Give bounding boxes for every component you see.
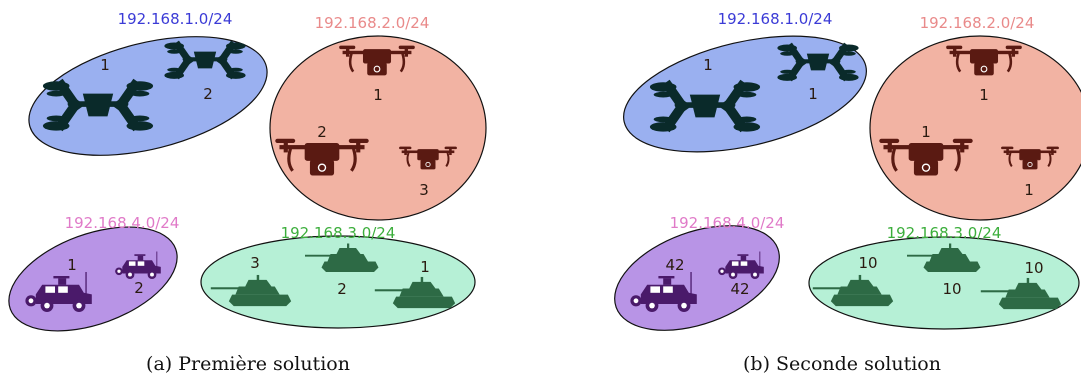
net1-number: 1 bbox=[703, 56, 713, 74]
net2-number: 2 bbox=[317, 123, 327, 141]
net1-label: 192.168.1.0/24 bbox=[718, 10, 833, 28]
net3-number: 2 bbox=[337, 280, 347, 298]
net2-label: 192.168.2.0/24 bbox=[920, 14, 1035, 32]
panel-a: 192.168.1.0/24 1 2 192.168.2.0/24 1 2 3 … bbox=[8, 10, 487, 375]
net2-number: 1 bbox=[1024, 181, 1034, 199]
net1-number: 1 bbox=[100, 56, 110, 74]
panel-b: 192.168.1.0/24 1 1 192.168.2.0/24 1 1 1 … bbox=[614, 10, 1081, 375]
net3-number: 1 bbox=[420, 258, 430, 276]
net2-number: 1 bbox=[921, 123, 931, 141]
net3-label: 192.168.3.0/24 bbox=[887, 224, 1002, 242]
net4-number: 42 bbox=[730, 280, 749, 298]
caption-b: (b) Seconde solution bbox=[743, 353, 941, 375]
caption-a: (a) Première solution bbox=[146, 353, 350, 375]
net4-number: 1 bbox=[67, 256, 77, 274]
net4-label: 192.168.4.0/24 bbox=[670, 214, 785, 232]
net1-label: 192.168.1.0/24 bbox=[118, 10, 233, 28]
net3-number: 10 bbox=[1024, 259, 1043, 277]
net2-label: 192.168.2.0/24 bbox=[315, 14, 430, 32]
net3-label: 192.168.3.0/24 bbox=[281, 224, 396, 242]
net1-number: 2 bbox=[203, 85, 213, 103]
net4-number: 2 bbox=[134, 279, 144, 297]
net4-number: 42 bbox=[665, 256, 684, 274]
net1-number: 1 bbox=[808, 85, 818, 103]
net2-number: 1 bbox=[373, 86, 383, 104]
net3-number: 10 bbox=[858, 254, 877, 272]
net4-label: 192.168.4.0/24 bbox=[65, 214, 180, 232]
net3-number: 3 bbox=[250, 254, 260, 272]
net3-number: 10 bbox=[942, 280, 961, 298]
net2-number: 3 bbox=[419, 181, 429, 199]
net2-number: 1 bbox=[979, 86, 989, 104]
